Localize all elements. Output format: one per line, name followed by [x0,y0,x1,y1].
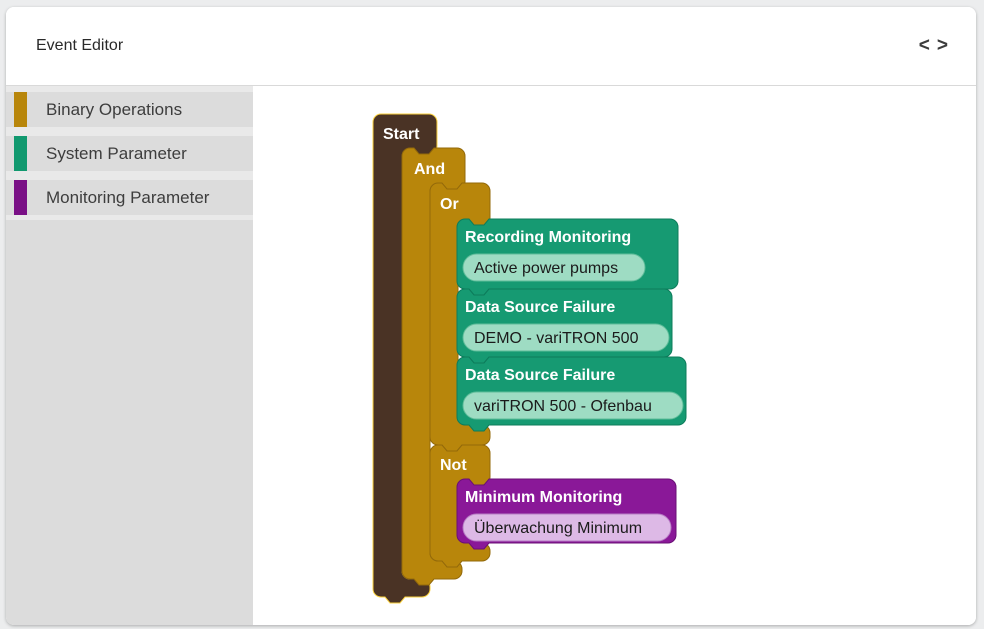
block-start-label: Start [383,126,420,143]
block-data-source-failure-2-title: Data Source Failure [465,367,615,384]
block-minimum-monitoring-title: Minimum Monitoring [465,489,622,506]
field-data-source-failure-1[interactable]: DEMO - variTRON 500 [462,323,670,352]
category-color-chip [14,180,27,215]
page-title: Event Editor [36,37,124,54]
block-not-label: Not [440,457,467,474]
toolbox-category-monitoring-parameter[interactable]: Monitoring Parameter [6,180,253,215]
code-view-button[interactable]: < > [919,35,948,57]
editor-card: Event Editor < > Binary Operations Syste… [6,7,976,625]
toolbox-category-list: Binary Operations System Parameter Monit… [6,86,253,220]
block-recording-monitoring[interactable]: Recording Monitoring Active power pumps [456,218,679,296]
field-pill[interactable] [462,323,670,352]
category-label: System Parameter [46,143,187,163]
block-data-source-failure-1-title: Data Source Failure [465,299,615,316]
block-data-source-failure-1[interactable]: Data Source Failure DEMO - variTRON 500 [456,288,673,364]
block-or-label: Or [440,196,459,213]
block-data-source-failure-2[interactable]: Data Source Failure variTRON 500 - Ofenb… [456,356,687,432]
field-pill[interactable] [462,513,672,542]
field-minimum-monitoring[interactable]: Überwachung Minimum [462,513,672,542]
category-color-chip [14,136,27,171]
block-workspace[interactable]: Start And Or Recording Monitoring Active… [253,86,976,625]
chevron-right-icon: > [936,35,948,56]
field-pill[interactable] [462,253,646,282]
category-label: Binary Operations [46,99,183,119]
field-data-source-failure-2[interactable]: variTRON 500 - Ofenbau [462,391,684,420]
field-minimum-monitoring-value[interactable]: Überwachung Minimum [474,519,642,537]
field-recording-monitoring[interactable]: Active power pumps [462,253,646,282]
category-color-chip [14,92,27,127]
field-data-source-failure-1-value[interactable]: DEMO - variTRON 500 [474,330,639,347]
block-toolbox: Binary Operations System Parameter Monit… [6,86,253,625]
chevron-left-icon: < [918,35,930,56]
block-recording-monitoring-title: Recording Monitoring [465,229,631,246]
block-and-label: And [414,161,445,178]
blocks-canvas: Start And Or Recording Monitoring Active… [372,113,687,604]
field-recording-monitoring-value[interactable]: Active power pumps [474,260,618,277]
field-pill[interactable] [462,391,684,420]
block-minimum-monitoring[interactable]: Minimum Monitoring Überwachung Minimum [456,478,677,550]
category-label: Monitoring Parameter [46,187,210,207]
toolbox-category-system-parameter[interactable]: System Parameter [6,136,253,171]
toolbox-category-binary-operations[interactable]: Binary Operations [6,92,253,127]
editor-header: Event Editor < > [6,7,976,86]
field-data-source-failure-2-value[interactable]: variTRON 500 - Ofenbau [474,398,652,415]
